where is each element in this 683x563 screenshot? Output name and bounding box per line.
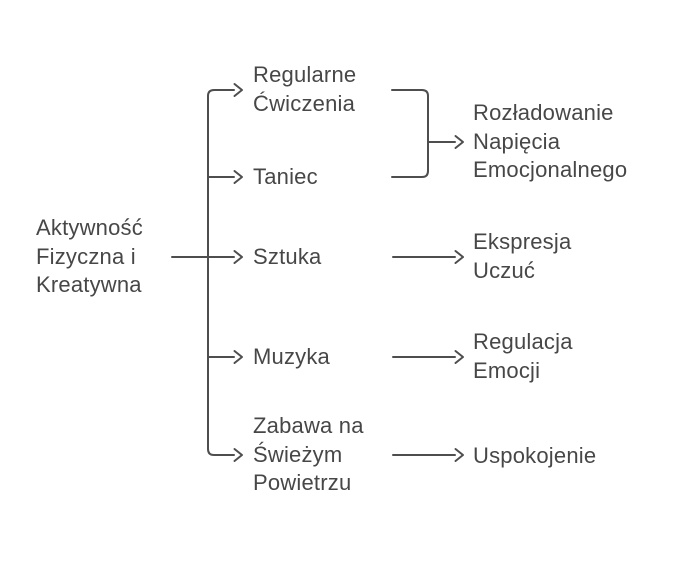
node-ekspresja-uczuc: Ekspresja Uczuć — [473, 229, 572, 283]
arrowhead-muzyka — [233, 350, 243, 364]
node-rozladowanie-napiecia-emocjonalnego: Rozładowanie Napięcia Emocjonalnego — [473, 100, 628, 182]
edge-root-trunk — [171, 89, 235, 456]
edge-zabawa-uspokojenie — [392, 448, 464, 462]
node-sztuka: Sztuka — [253, 244, 322, 269]
arrowhead-taniec — [233, 170, 243, 184]
node-taniec: Taniec — [253, 164, 318, 189]
node-regularne-cwiczenia: Regularne Ćwiczenia — [253, 62, 357, 116]
edge-muzyka-regulacja — [392, 350, 464, 364]
node-aktywnosc-fizyczna-i-kreatywna: Aktywność Fizyczna i Kreatywna — [36, 215, 143, 297]
node-uspokojenie: Uspokojenie — [473, 443, 597, 468]
node-zabawa-na-swiezym-powietrzu: Zabawa na Świeżym Powietrzu — [253, 413, 364, 495]
edge-group — [171, 83, 464, 462]
edge-merge-arrow — [427, 135, 464, 149]
edge-merge-bracket — [391, 89, 429, 178]
node-regulacja-emocji: Regulacja Emocji — [473, 329, 573, 383]
edge-sztuka-ekspresja — [392, 250, 464, 264]
arrowhead-regularne-cwiczenia — [233, 83, 243, 97]
arrowhead-zabawa — [233, 448, 243, 462]
arrowhead-sztuka — [233, 250, 243, 264]
node-muzyka: Muzyka — [253, 344, 330, 369]
